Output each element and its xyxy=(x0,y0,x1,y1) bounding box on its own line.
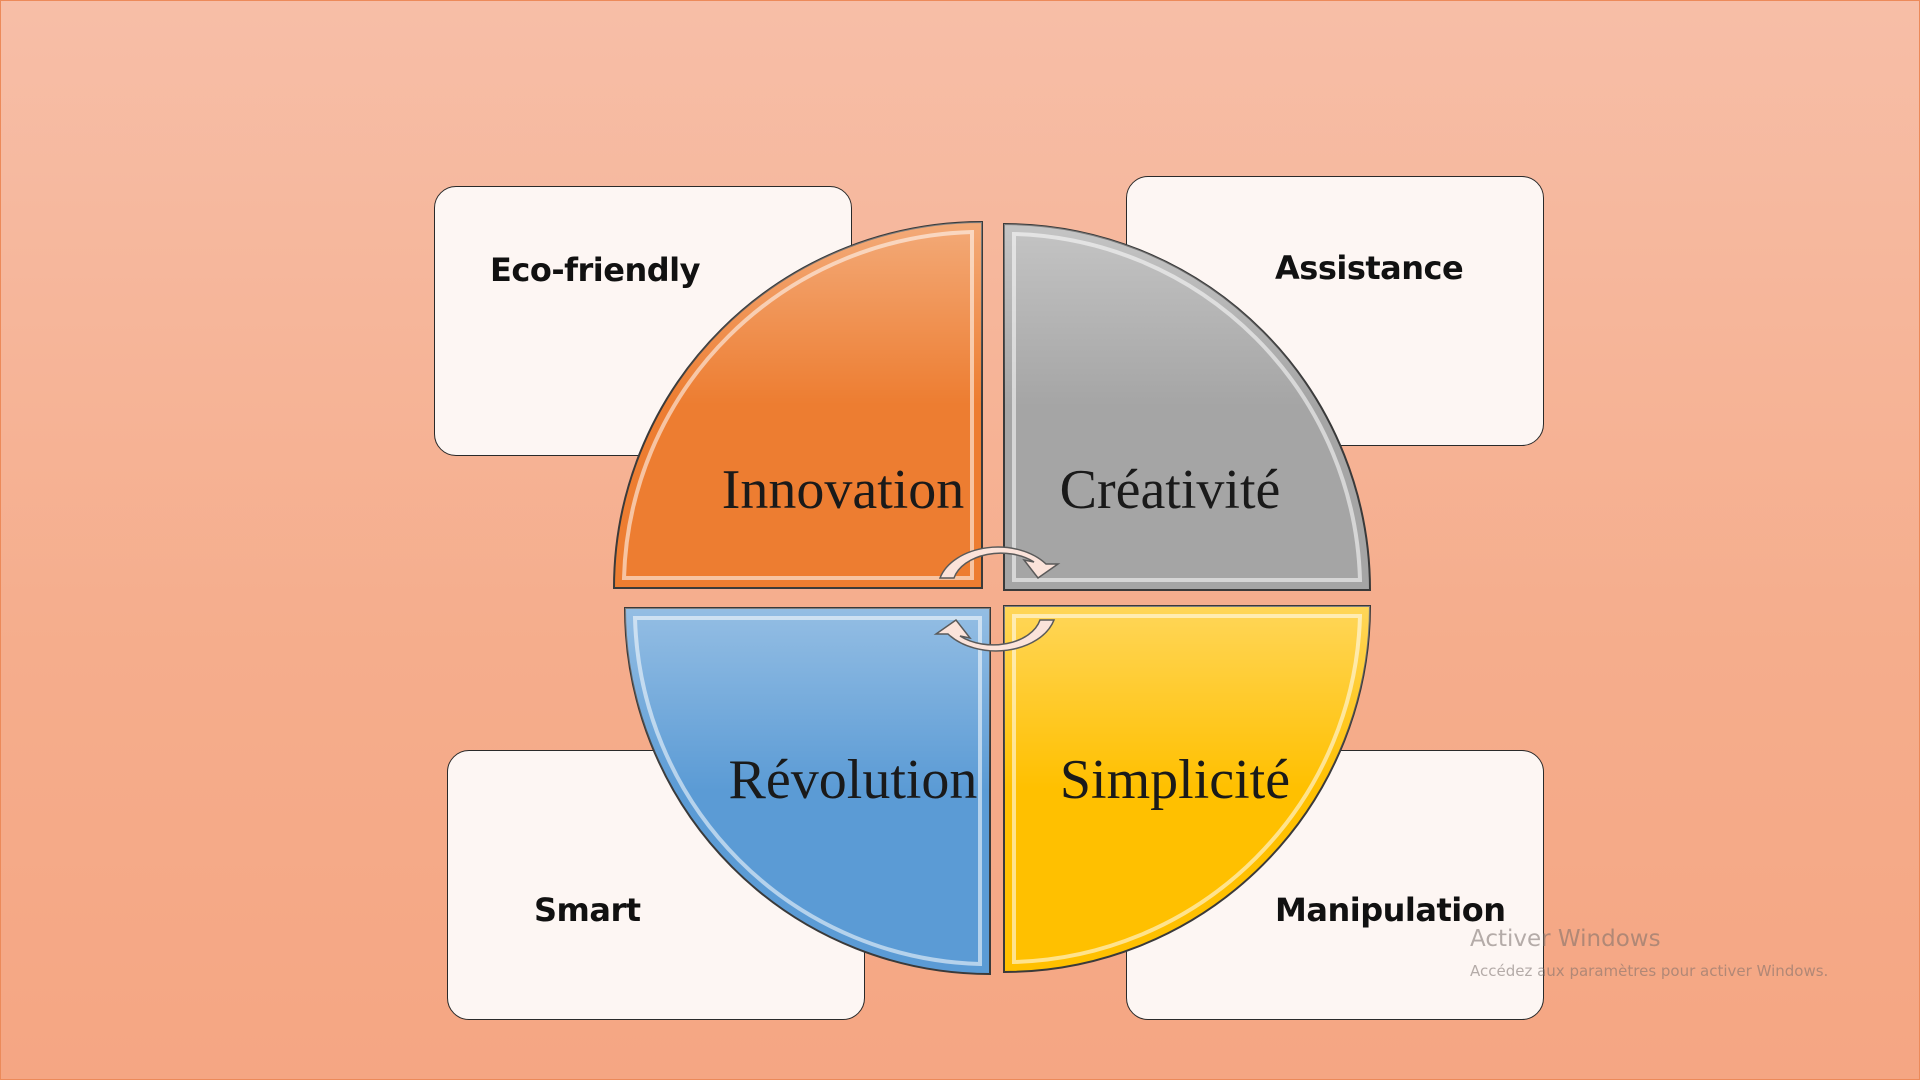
quadrant-label-creativite: Créativité xyxy=(1060,459,1281,521)
quadrant-simplicite: Simplicité xyxy=(1003,605,1372,974)
quadrant-innovation: Innovation xyxy=(612,220,983,589)
watermark-subtitle: Accédez aux paramètres pour activer Wind… xyxy=(1470,962,1829,980)
cycle-arrow-bottom xyxy=(933,618,1056,652)
quadrant-label-simplicite: Simplicité xyxy=(1060,749,1290,811)
quadrant-creativite: Créativité xyxy=(1003,222,1372,591)
card-label-smart: Smart xyxy=(534,891,641,929)
card-label-assistance: Assistance xyxy=(1275,249,1464,287)
circular-arrows-icon xyxy=(933,546,1061,652)
quadrant-label-innovation: Innovation xyxy=(722,459,965,521)
card-label-eco-friendly: Eco-friendly xyxy=(490,251,700,289)
quadrant-revolution: Révolution xyxy=(623,607,991,976)
card-label-manipulation: Manipulation xyxy=(1275,891,1506,929)
watermark-title: Activer Windows xyxy=(1470,926,1661,952)
quadrant-label-revolution: Révolution xyxy=(729,749,978,811)
cycle-arrow-top xyxy=(938,546,1061,580)
